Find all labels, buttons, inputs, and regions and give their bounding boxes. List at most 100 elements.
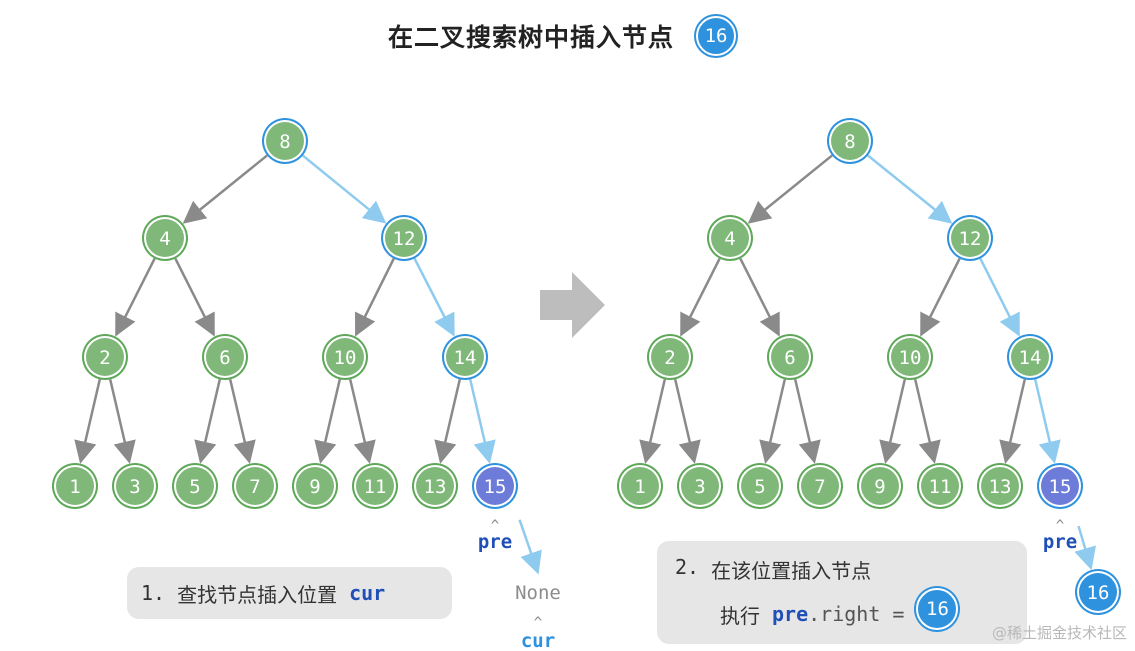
right-pre-caret-icon: ^ bbox=[1056, 518, 1064, 534]
node-value: 2 bbox=[664, 347, 675, 369]
step1-number: 1. bbox=[141, 581, 166, 605]
watermark: @稀土掘金技术社区 bbox=[991, 624, 1127, 642]
node-value: 11 bbox=[929, 476, 952, 498]
left-edge-14-13 bbox=[434, 379, 462, 464]
node-value: 6 bbox=[784, 347, 795, 369]
left-node-8: 8 bbox=[262, 118, 308, 164]
node-value: 4 bbox=[724, 228, 735, 250]
left-edge-10-11 bbox=[348, 379, 376, 464]
step2-new-node-badge: 16 bbox=[916, 588, 959, 630]
right-node-9: 9 bbox=[857, 463, 903, 509]
left-node-15: 15 bbox=[472, 463, 518, 509]
node-value: 5 bbox=[754, 476, 765, 498]
left-node-6: 6 bbox=[202, 334, 248, 380]
left-node-14: 14 bbox=[442, 334, 488, 380]
right-node-15: 15 bbox=[1037, 463, 1083, 509]
left-cur-caret-icon: ^ bbox=[534, 615, 542, 631]
node-value: 2 bbox=[99, 347, 110, 369]
left-node-13: 13 bbox=[412, 463, 458, 509]
right-edge-12-10 bbox=[920, 257, 961, 337]
left-node-5: 5 bbox=[172, 463, 218, 509]
step1-caption: 1. 查找节点插入位置 cur bbox=[127, 567, 452, 619]
step2-caption: 2. 在该位置插入节点 执行 pre.right = 16 bbox=[657, 541, 1027, 644]
right-edge-2-3 bbox=[673, 379, 701, 464]
left-node-1: 1 bbox=[52, 463, 98, 509]
right-node-5: 5 bbox=[737, 463, 783, 509]
right-node-16: 16 bbox=[1075, 569, 1121, 615]
left-none-label: None bbox=[515, 582, 561, 604]
step2-text: 在该位置插入节点 bbox=[711, 559, 872, 583]
node-value: 1 bbox=[69, 476, 80, 498]
right-edge-6-5 bbox=[759, 379, 787, 464]
right-edge-15-16 bbox=[1074, 525, 1096, 571]
right-edge-2-1 bbox=[639, 379, 667, 464]
right-node-12: 12 bbox=[947, 215, 993, 261]
node-value: 14 bbox=[1019, 347, 1042, 369]
right-node-13: 13 bbox=[977, 463, 1023, 509]
right-edge-8-4 bbox=[747, 154, 833, 224]
node-value: 7 bbox=[249, 476, 260, 498]
node-value: 3 bbox=[694, 476, 705, 498]
right-node-2: 2 bbox=[647, 334, 693, 380]
left-edge-6-7 bbox=[228, 379, 256, 464]
node-value: 6 bbox=[219, 347, 230, 369]
left-node-9: 9 bbox=[292, 463, 338, 509]
step1-text: 查找节点插入位置 bbox=[177, 582, 338, 607]
right-edge-4-2 bbox=[680, 257, 721, 337]
left-edge-12-10 bbox=[354, 258, 395, 337]
left-node-12: 12 bbox=[381, 215, 427, 261]
left-edge-2-3 bbox=[108, 379, 136, 464]
right-edge-14-15 bbox=[1033, 379, 1061, 464]
node-value: 15 bbox=[484, 476, 507, 498]
node-value: 12 bbox=[959, 228, 982, 250]
left-edge-2-1 bbox=[74, 379, 102, 464]
transition-arrow-icon bbox=[540, 272, 605, 338]
right-node-10: 10 bbox=[887, 334, 933, 380]
right-node-11: 11 bbox=[917, 463, 963, 509]
right-node-14: 14 bbox=[1007, 334, 1053, 380]
right-node-7: 7 bbox=[797, 463, 843, 509]
right-edge-14-13 bbox=[999, 379, 1027, 464]
step2-exec: 执行 bbox=[720, 603, 760, 628]
left-edge-4-6 bbox=[174, 257, 215, 337]
node-value: 12 bbox=[393, 228, 416, 250]
right-node-4: 4 bbox=[707, 215, 753, 261]
left-edge-12-14 bbox=[413, 257, 455, 337]
node-value: 9 bbox=[874, 476, 885, 498]
right-edge-6-7 bbox=[793, 379, 821, 464]
right-edge-10-9 bbox=[879, 379, 907, 464]
left-edge-14-15 bbox=[468, 379, 496, 464]
right-pre-label: pre bbox=[1043, 531, 1077, 553]
node-value: 13 bbox=[989, 476, 1012, 498]
left-edge-15-none bbox=[518, 519, 542, 575]
node-value: 9 bbox=[309, 476, 320, 498]
node-value: 5 bbox=[189, 476, 200, 498]
step2-keyword: pre bbox=[772, 602, 809, 626]
node-value: 7 bbox=[814, 476, 825, 498]
node-value: 8 bbox=[279, 131, 290, 153]
left-node-4: 4 bbox=[142, 215, 188, 261]
node-value: 3 bbox=[129, 476, 140, 498]
left-pre-label: pre bbox=[478, 531, 512, 553]
right-edge-12-14 bbox=[979, 257, 1020, 337]
right-node-8: 8 bbox=[827, 118, 873, 164]
left-cur-label: cur bbox=[521, 630, 555, 651]
node-value: 8 bbox=[844, 131, 855, 153]
left-node-2: 2 bbox=[82, 334, 128, 380]
left-node-10: 10 bbox=[322, 334, 368, 380]
node-value: 4 bbox=[159, 228, 170, 250]
left-edge-8-4 bbox=[182, 154, 268, 224]
right-edge-10-11 bbox=[913, 379, 941, 464]
right-node-3: 3 bbox=[677, 463, 723, 509]
right-node-6: 6 bbox=[767, 334, 813, 380]
node-value: 11 bbox=[364, 476, 387, 498]
step2-code: .right = bbox=[808, 602, 905, 626]
step2-number: 2. bbox=[675, 555, 700, 579]
left-edge-10-9 bbox=[314, 379, 342, 464]
node-value: 1 bbox=[634, 476, 645, 498]
left-edge-8-12 bbox=[302, 154, 387, 224]
left-node-3: 3 bbox=[112, 463, 158, 509]
title-node-badge: 16 bbox=[696, 16, 737, 56]
node-value: 10 bbox=[334, 347, 357, 369]
